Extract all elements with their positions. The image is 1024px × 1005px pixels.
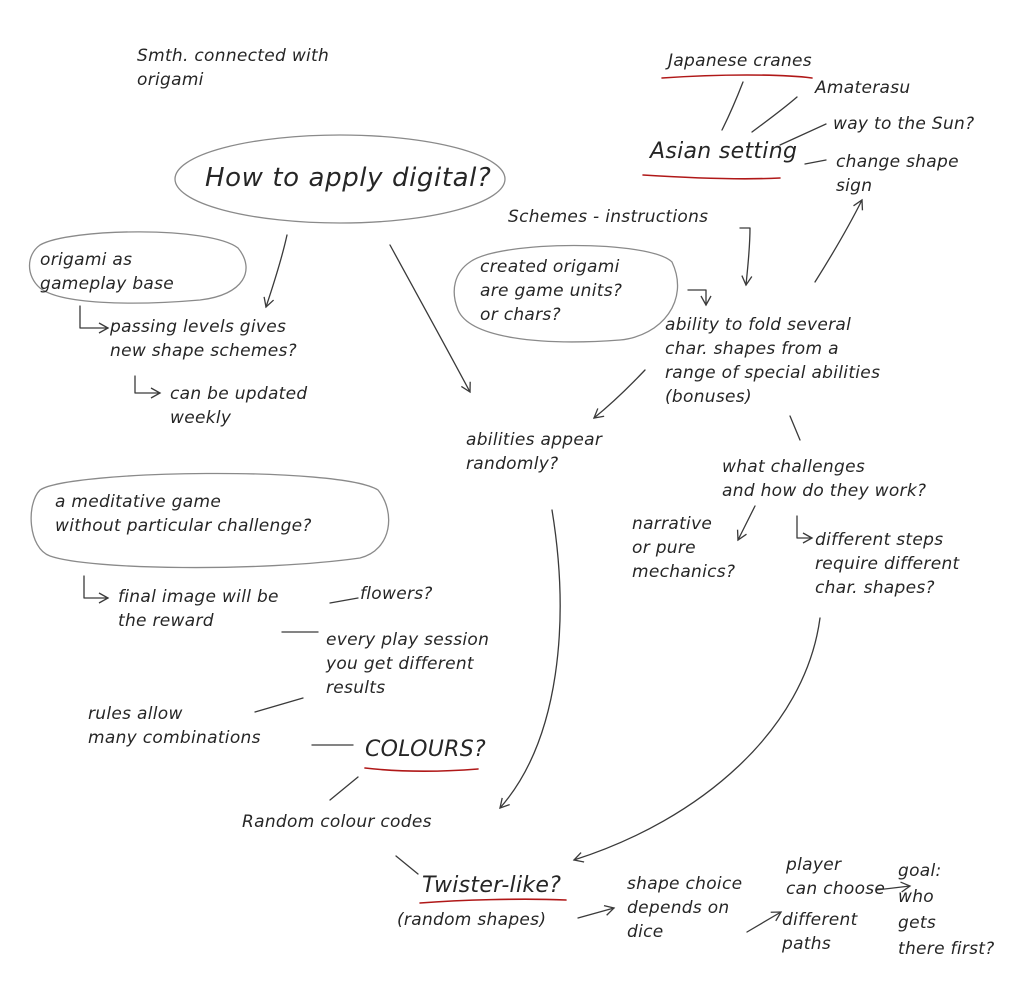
note-what-challenges: what challenges and how do they work? xyxy=(722,457,927,501)
line-way-asian xyxy=(779,123,827,146)
note-random-colour-codes: Random colour codes xyxy=(242,812,432,832)
note-shape-choice: shape choice depends on dice xyxy=(627,874,743,942)
note-passing-levels: passing levels gives new shape schemes? xyxy=(110,317,297,361)
underline-colours xyxy=(364,767,479,772)
line-colours-random xyxy=(329,776,359,801)
note-smth-connected: Smth. connected with origami xyxy=(137,46,330,90)
note-change-shape: change shape sign xyxy=(836,152,959,196)
note-rules-allow: rules allow many combinations xyxy=(88,704,261,748)
line-final-flowers xyxy=(329,597,359,604)
note-narrative: narrative or pure mechanics? xyxy=(632,514,736,582)
note-every-session: every play session you get different res… xyxy=(326,630,490,698)
note-goal: goal: who gets there first? xyxy=(898,861,995,959)
note-player-choose: player can choose xyxy=(786,855,886,899)
note-twister-like: Twister-like? xyxy=(422,873,562,898)
hook-challenges-steps xyxy=(796,515,814,544)
note-final-image: final image will be the reward xyxy=(118,587,279,631)
arrow-digital-to-passing xyxy=(263,234,288,309)
line-cranes-asian xyxy=(721,81,744,131)
note-amaterasu: Amaterasu xyxy=(815,78,911,98)
note-meditative-game: a meditative game without particular cha… xyxy=(55,492,312,536)
bubble-origami-base xyxy=(28,231,247,304)
note-origami-base: origami as gameplay base xyxy=(40,250,175,294)
line-random-twister xyxy=(395,855,419,875)
bubble-created-origami xyxy=(453,244,679,343)
note-ability-fold: ability to fold several char. shapes fro… xyxy=(665,315,881,407)
note-updated-weekly: can be updated weekly xyxy=(170,384,308,428)
arrow-challenges-narrative xyxy=(736,505,756,542)
arrow-ability-change xyxy=(814,198,864,283)
note-abilities-randomly: abilities appear randomly? xyxy=(466,430,603,474)
hook-final-image xyxy=(83,575,110,604)
line-ability-challenges xyxy=(789,415,801,441)
note-colours: COLOURS? xyxy=(365,737,487,762)
note-schemes-instructions: Schemes - instructions xyxy=(508,207,709,227)
arrow-schemes-ability xyxy=(739,227,753,287)
arrow-abilities-twister xyxy=(499,509,561,810)
underline-japanese-cranes xyxy=(661,74,813,79)
underline-twister xyxy=(419,898,567,904)
arrow-steps-twister xyxy=(572,617,821,863)
note-different-steps: different steps require different char. … xyxy=(815,530,960,598)
note-japanese-cranes: Japanese cranes xyxy=(668,51,812,71)
hook-updated xyxy=(134,375,162,399)
line-rules-session xyxy=(254,697,304,713)
arrow-dice-paths xyxy=(746,911,783,933)
note-how-digital: How to apply digital? xyxy=(205,163,492,193)
note-flowers: flowers? xyxy=(360,584,433,604)
note-asian-setting: Asian setting xyxy=(650,139,798,164)
note-random-shapes: (random shapes) xyxy=(397,910,547,930)
arrow-created-ability xyxy=(687,289,712,307)
hook-passing xyxy=(79,305,110,334)
line-change-asian xyxy=(804,159,827,165)
underline-asian-setting xyxy=(642,174,781,180)
arrow-ability-abilities xyxy=(592,369,646,419)
note-way-to-sun: way to the Sun? xyxy=(833,114,975,134)
arrow-choose-goal xyxy=(875,881,912,893)
bubble-how-digital xyxy=(174,134,506,224)
arrow-digital-to-abilities xyxy=(389,244,471,394)
line-amaterasu-asian xyxy=(751,96,798,133)
bubble-meditative xyxy=(30,472,390,569)
arrow-random-shapes xyxy=(577,904,616,919)
note-different-paths: different paths xyxy=(782,910,858,954)
note-created-origami: created origami are game units? or chars… xyxy=(480,257,623,325)
